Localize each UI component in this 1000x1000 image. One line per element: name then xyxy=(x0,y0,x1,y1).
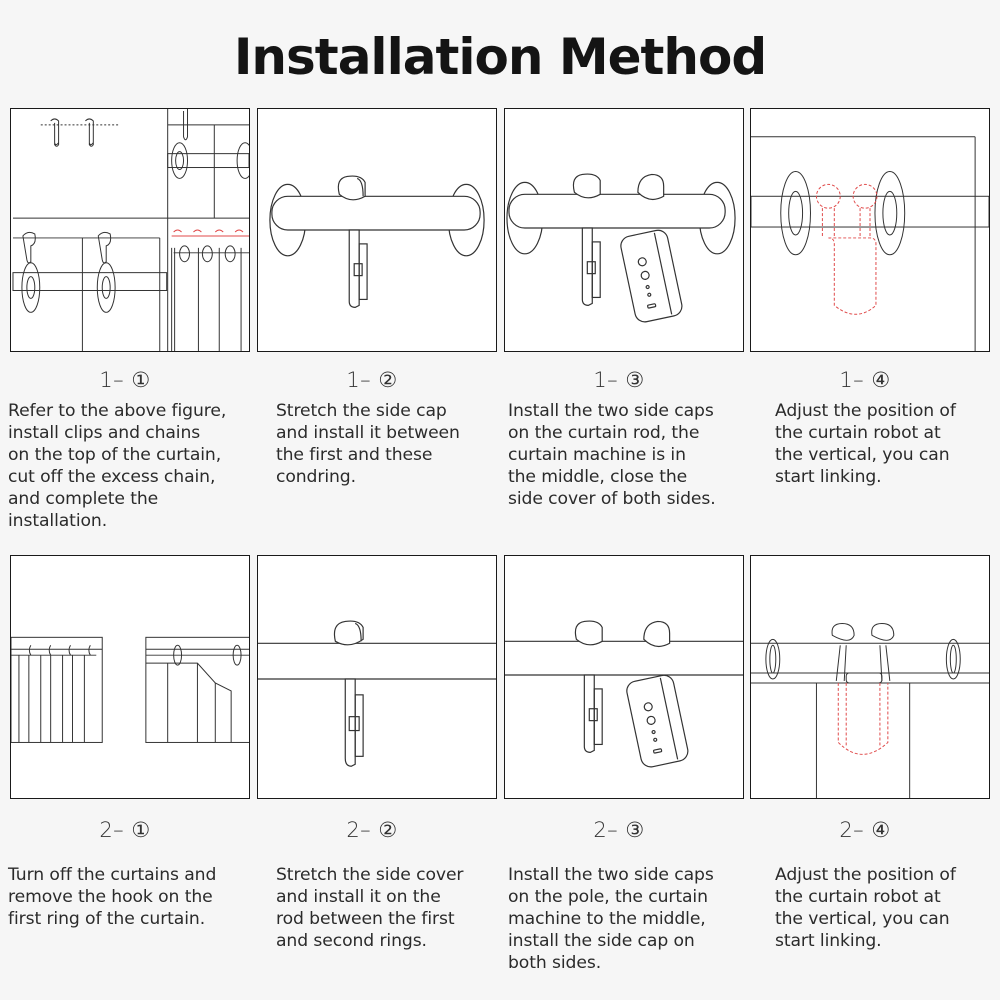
step-label-1-2: 1– ② xyxy=(346,368,398,392)
step-label-2-3: 2– ③ xyxy=(593,818,645,842)
step-description-1-2: Stretch the side cap and install it betw… xyxy=(276,401,460,487)
illustration-robot-between-rings xyxy=(750,555,990,799)
illustration-robot-between-grommets xyxy=(750,108,990,352)
step-description-2-3: Install the two side caps on the pole, t… xyxy=(508,865,714,973)
step-description-1-4: Adjust the position of the curtain robot… xyxy=(775,401,956,487)
page-title: Installation Method xyxy=(233,28,767,86)
illustration-two-side-caps-and-machine xyxy=(504,108,744,352)
illustration-clips-and-chains xyxy=(10,108,250,352)
step-label-2-1: 2– ① xyxy=(99,818,151,842)
step-label-1-4: 1– ④ xyxy=(839,368,891,392)
illustration-two-side-caps-and-machine-pole xyxy=(504,555,744,799)
step-description-2-4: Adjust the position of the curtain robot… xyxy=(775,865,956,951)
illustration-curtain-hooks-removed xyxy=(10,555,250,799)
illustration-side-cover-on-rod xyxy=(257,555,497,799)
illustration-side-cap-on-rod xyxy=(257,108,497,352)
step-label-1-1: 1– ① xyxy=(99,368,151,392)
step-label-2-4: 2– ④ xyxy=(839,818,891,842)
step-description-2-1: Turn off the curtains and remove the hoo… xyxy=(8,865,217,929)
step-label-2-2: 2– ② xyxy=(346,818,398,842)
step-label-1-3: 1– ③ xyxy=(593,368,645,392)
step-description-1-1: Refer to the above figure, install clips… xyxy=(8,401,227,531)
step-description-2-2: Stretch the side cover and install it on… xyxy=(276,865,464,951)
step-description-1-3: Install the two side caps on the curtain… xyxy=(508,401,716,509)
